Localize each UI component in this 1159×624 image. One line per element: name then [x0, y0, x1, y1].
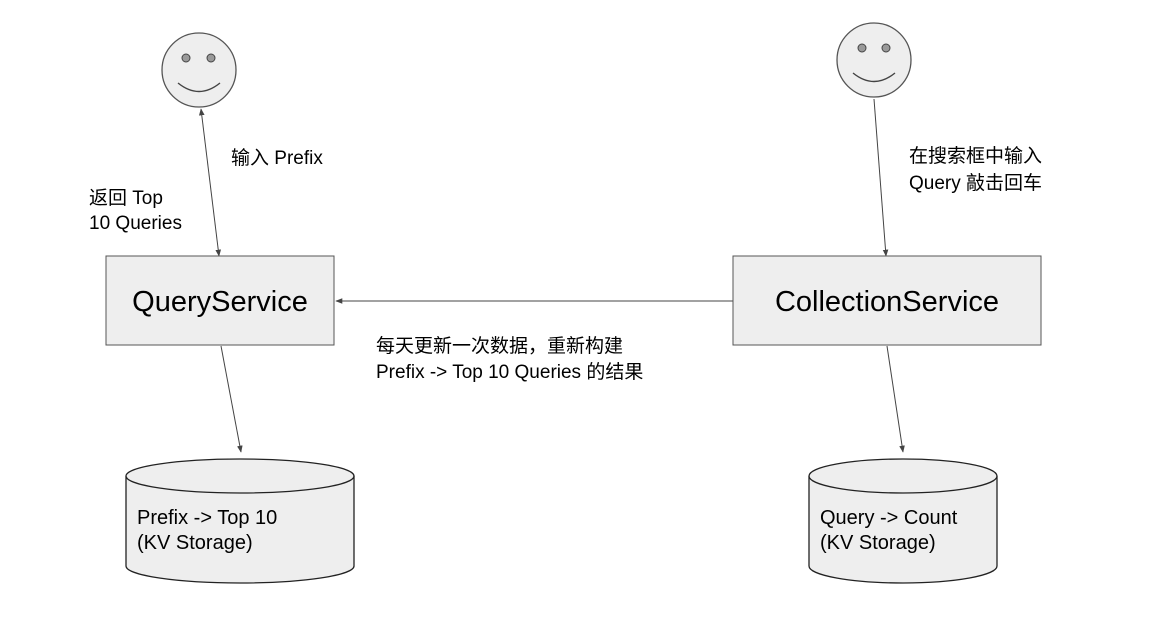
query-storage-cylinder: Query -> Count (KV Storage): [808, 458, 998, 584]
prefix-storage-line-2: (KV Storage): [137, 532, 253, 554]
query-service-label: QueryService: [132, 286, 308, 318]
edge-query-service-storage: [220, 345, 243, 453]
annotation-search-input-line-1: 在搜索框中输入: [909, 145, 1042, 167]
annotation-return-top-line-1: 返回 Top: [89, 187, 163, 209]
edge-user-query-service: [198, 108, 222, 257]
collection-service-node: CollectionService: [732, 255, 1042, 346]
query-storage-line-1: Query -> Count: [820, 507, 958, 529]
query-service-node: QueryService: [105, 255, 335, 346]
prefix-storage-cylinder: Prefix -> Top 10 (KV Storage): [125, 458, 355, 584]
edge-collection-service-storage: [886, 345, 905, 453]
annotation-daily-rebuild-line-1: 每天更新一次数据，重新构建: [376, 335, 623, 357]
collection-service-label: CollectionService: [775, 286, 999, 318]
annotation-return-top-line-2: 10 Queries: [89, 213, 182, 234]
prefix-storage-line-1: Prefix -> Top 10: [137, 507, 277, 529]
left-user-smiley-icon: [161, 32, 237, 108]
annotation-daily-rebuild-line-2: Prefix -> Top 10 Queries 的结果: [376, 361, 643, 383]
right-user-smiley-icon: [836, 22, 912, 98]
annotation-search-input-line-2: Query 敲击回车: [909, 172, 1042, 194]
edge-user-collection-service: [873, 98, 889, 257]
annotation-input-prefix: 输入 Prefix: [231, 147, 323, 169]
query-storage-line-2: (KV Storage): [820, 532, 936, 554]
